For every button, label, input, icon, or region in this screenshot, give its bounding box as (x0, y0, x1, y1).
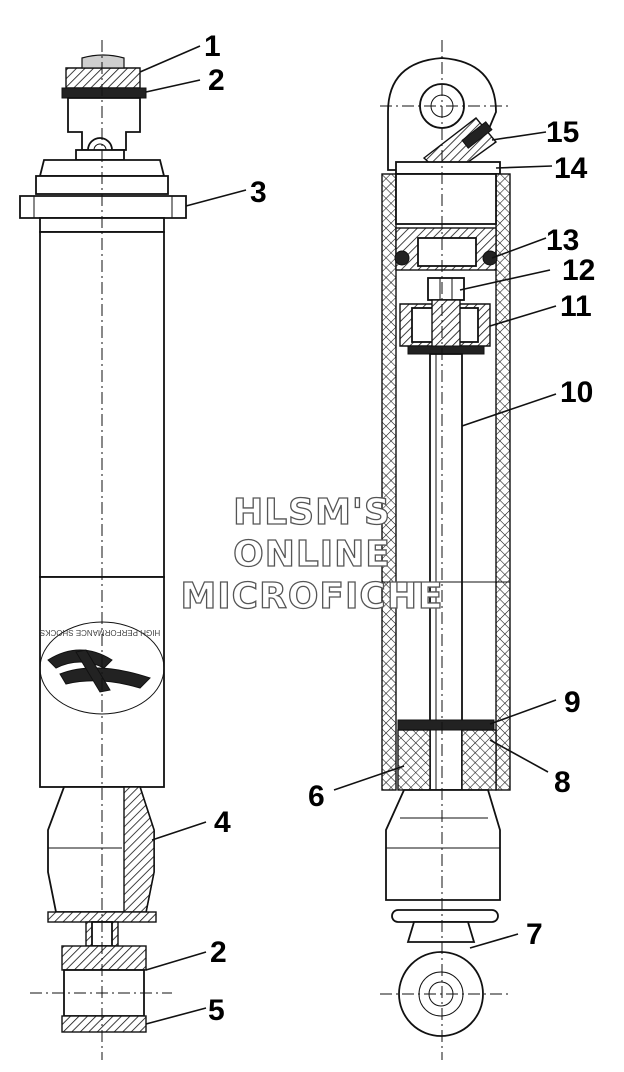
bottom-flange-part-7 (391, 909, 499, 923)
bushing-part-2-bottom (61, 945, 147, 971)
callout-6: 6 (308, 780, 325, 813)
callout-1: 1 (204, 30, 221, 63)
leader-lines (139, 45, 557, 1025)
callout-15: 15 (546, 116, 579, 149)
seal-head-part-6 (397, 729, 431, 791)
piston-rod-part-10 (429, 353, 463, 791)
seal-part-9 (397, 719, 495, 731)
top-cap-part-1 (65, 67, 141, 89)
piston-nut-part-12 (427, 277, 465, 301)
bushing-part-2-top (61, 87, 147, 99)
sleeve-part-5 (61, 1015, 147, 1033)
callout-8: 8 (554, 766, 571, 799)
callout-9: 9 (564, 686, 581, 719)
callout-11: 11 (560, 290, 592, 323)
outer-tube-right-wall (495, 173, 511, 791)
watermark-line-2: ONLINE (233, 534, 391, 575)
callout-13: 13 (546, 224, 579, 257)
left-shock-exterior: HIGH PERFORMANCE SHOCKS (19, 40, 187, 1060)
callout-12: 12 (562, 254, 595, 287)
cap-seal-part-14 (395, 161, 501, 175)
callout-10: 10 (560, 376, 593, 409)
callout-14: 14 (554, 152, 588, 185)
callout-3: 3 (250, 176, 267, 209)
svg-text:HIGH PERFORMANCE SHOCKS: HIGH PERFORMANCE SHOCKS (40, 628, 160, 637)
top-cap-knob (81, 54, 125, 69)
bushing-part-8 (461, 729, 497, 791)
watermark-line-1: HLSM'S (233, 492, 391, 533)
callout-2-bottom: 2 (210, 936, 227, 969)
callout-7: 7 (526, 918, 543, 951)
callout-4: 4 (214, 806, 231, 839)
callout-labels: 1 2 3 4 2 5 15 14 13 12 11 10 9 8 6 7 (204, 30, 595, 1027)
gas-chamber (395, 173, 497, 225)
outer-tube-left-wall (381, 173, 397, 791)
bottom-boot (385, 789, 501, 901)
right-shock-cutaway (380, 40, 511, 1060)
watermark: HLSM'S ONLINE MICROFICHE (180, 491, 443, 617)
upper-bracket (67, 97, 141, 151)
watermark-line-3: MICROFICHE (180, 576, 443, 617)
callout-2-top: 2 (208, 64, 225, 97)
callout-5: 5 (208, 994, 225, 1027)
preload-collar-part-3 (19, 195, 187, 219)
